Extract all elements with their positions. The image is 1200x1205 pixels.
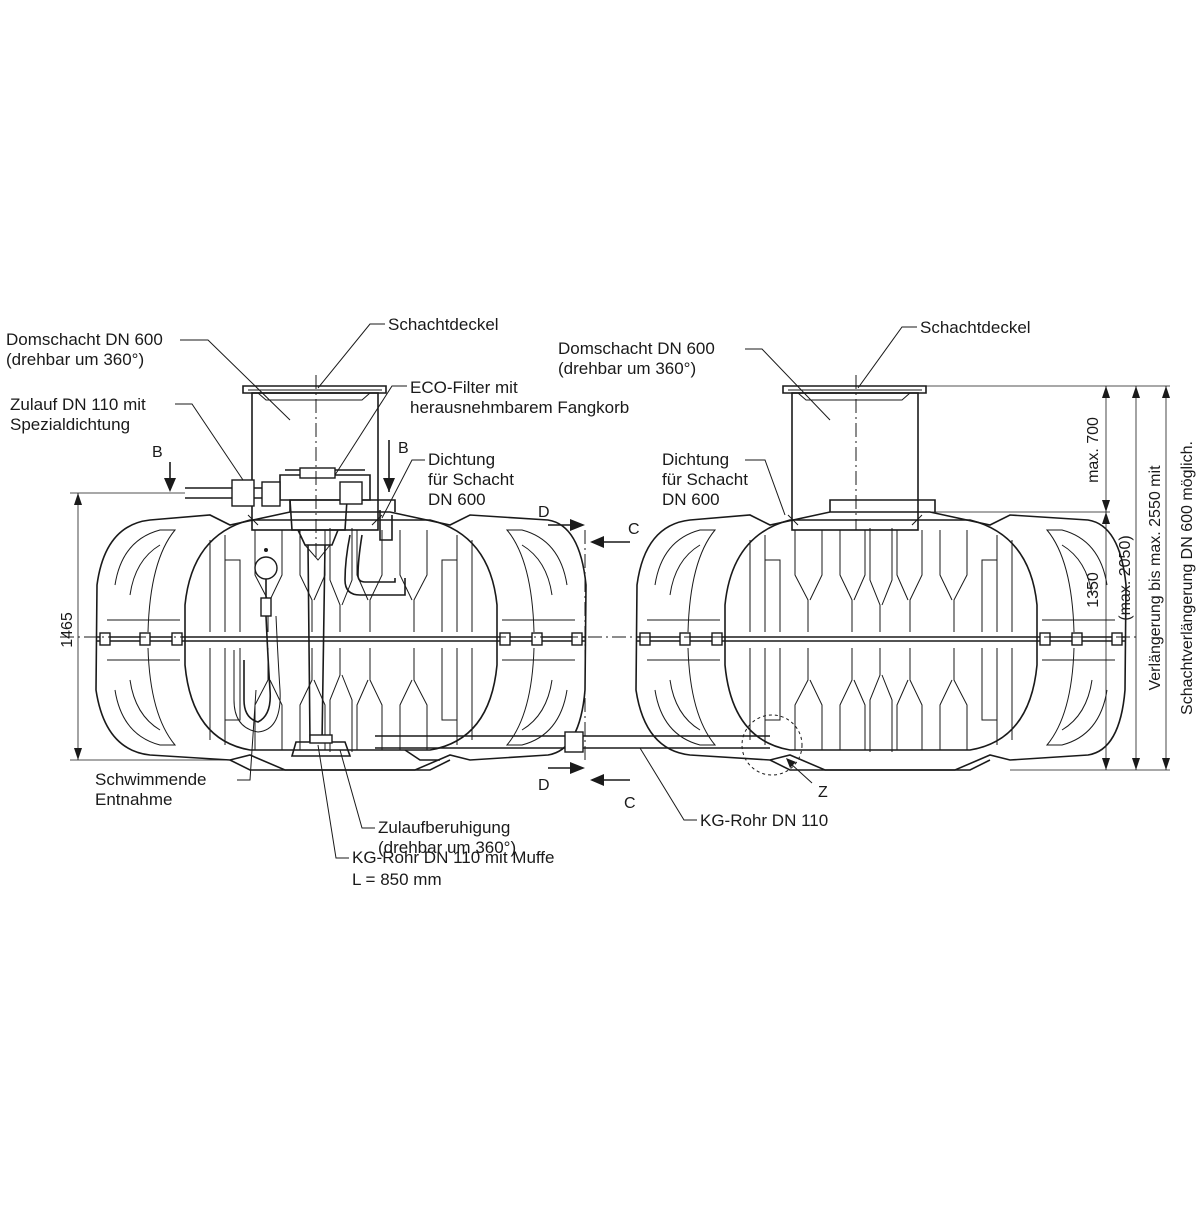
label-eco-filter: ECO-Filter mit herausnehmbarem Fangkorb	[334, 378, 629, 476]
svg-text:Dichtung: Dichtung	[428, 450, 495, 469]
dimension-shaft: max. 700	[925, 385, 1170, 771]
section-marker-c-top: C	[590, 521, 640, 548]
left-shaft-cover	[242, 385, 387, 394]
section-marker-d-bottom: D	[538, 762, 585, 794]
label-zulauf: Zulauf DN 110 mit Spezialdichtung	[10, 395, 244, 481]
label-kg-rohr-muffe: KG-Rohr DN 110 mit Muffe L = 850 mm	[317, 744, 555, 889]
svg-text:Schachtverlängerung DN 600 mög: Schachtverlängerung DN 600 möglich.	[1179, 441, 1196, 715]
svg-text:Domschacht DN 600: Domschacht DN 600	[6, 330, 163, 349]
label-zulaufberuhigung: Zulaufberuhigung (drehbar um 360°)	[339, 749, 516, 857]
label-schwimmende: Schwimmende Entnahme	[95, 689, 257, 809]
svg-text:D: D	[538, 777, 550, 794]
svg-text:Spezialdichtung: Spezialdichtung	[10, 415, 130, 434]
label-domschacht-right: Domschacht DN 600 (drehbar um 360°)	[558, 339, 831, 421]
svg-text:B: B	[152, 444, 163, 461]
dimension-tank-height: 1350	[1085, 512, 1110, 770]
label-dichtung-left: Dichtung für Schacht DN 600	[381, 450, 514, 519]
svg-text:C: C	[624, 795, 636, 812]
svg-text:Verlängerung bis max. 2550 mit: Verlängerung bis max. 2550 mit	[1147, 465, 1164, 691]
svg-text:Zulauf DN 110 mit: Zulauf DN 110 mit	[10, 395, 146, 414]
label-domschacht-left: Domschacht DN 600 (drehbar um 360°)	[6, 330, 291, 421]
svg-text:DN 600: DN 600	[428, 490, 486, 509]
svg-text:(drehbar um 360°): (drehbar um 360°)	[378, 838, 516, 857]
svg-text:für Schacht: für Schacht	[428, 470, 514, 489]
svg-text:1465: 1465	[59, 612, 76, 648]
overflow-siphon	[344, 534, 406, 596]
detail-marker-z: Z	[786, 758, 828, 801]
svg-text:Dichtung: Dichtung	[662, 450, 729, 469]
svg-text:DN 600: DN 600	[662, 490, 720, 509]
svg-text:C: C	[628, 521, 640, 538]
right-dome-shaft	[791, 392, 919, 531]
dimension-extension-note: Verlängerung bis max. 2550 mit Schachtve…	[1147, 386, 1196, 770]
dimension-max-total: (max. 2050)	[1117, 386, 1140, 770]
left-tank	[95, 375, 587, 771]
svg-text:Domschacht DN 600: Domschacht DN 600	[558, 339, 715, 358]
svg-text:(drehbar um 360°): (drehbar um 360°)	[6, 350, 144, 369]
section-marker-d-top: D	[538, 504, 585, 531]
kg-rohr-connection	[375, 731, 770, 761]
svg-text:1350: 1350	[1085, 572, 1102, 608]
svg-text:KG-Rohr DN 110: KG-Rohr DN 110	[700, 811, 828, 830]
section-marker-c-bottom: C	[590, 774, 636, 812]
label-schachtdeckel-right: Schachtdeckel	[857, 318, 1031, 389]
right-shaft-cover	[782, 385, 927, 394]
svg-text:ECO-Filter mit: ECO-Filter mit	[410, 378, 518, 397]
label-dichtung-right: Dichtung für Schacht DN 600	[662, 450, 786, 516]
svg-text:L = 850 mm: L = 850 mm	[352, 870, 442, 889]
section-marker-b-left: B	[152, 444, 176, 492]
svg-text:Zulaufberuhigung: Zulaufberuhigung	[378, 818, 510, 837]
svg-text:herausnehmbarem Fangkorb: herausnehmbarem Fangkorb	[410, 398, 629, 417]
svg-text:D: D	[538, 504, 550, 521]
left-dome-shaft	[251, 392, 379, 531]
svg-text:(max. 2050): (max. 2050)	[1117, 535, 1134, 620]
svg-text:(drehbar um 360°): (drehbar um 360°)	[558, 359, 696, 378]
label-kg-rohr: KG-Rohr DN 110	[639, 747, 828, 830]
svg-text:B: B	[398, 440, 409, 457]
svg-text:KG-Rohr DN 110 mit Muffe: KG-Rohr DN 110 mit Muffe	[352, 848, 555, 867]
right-tank	[635, 375, 1127, 776]
svg-text:Schachtdeckel: Schachtdeckel	[920, 318, 1031, 337]
svg-text:Entnahme: Entnahme	[95, 790, 173, 809]
svg-text:Z: Z	[818, 784, 828, 801]
schwimmende-entnahme	[233, 548, 281, 733]
svg-text:max. 700: max. 700	[1085, 417, 1102, 483]
label-schachtdeckel-left: Schachtdeckel	[317, 315, 499, 389]
svg-text:Schwimmende: Schwimmende	[95, 770, 207, 789]
svg-text:für Schacht: für Schacht	[662, 470, 748, 489]
svg-text:Schachtdeckel: Schachtdeckel	[388, 315, 499, 334]
dimension-overall-height: 1465	[59, 492, 230, 761]
section-marker-b-right: B	[383, 440, 409, 492]
eco-filter	[185, 467, 371, 561]
